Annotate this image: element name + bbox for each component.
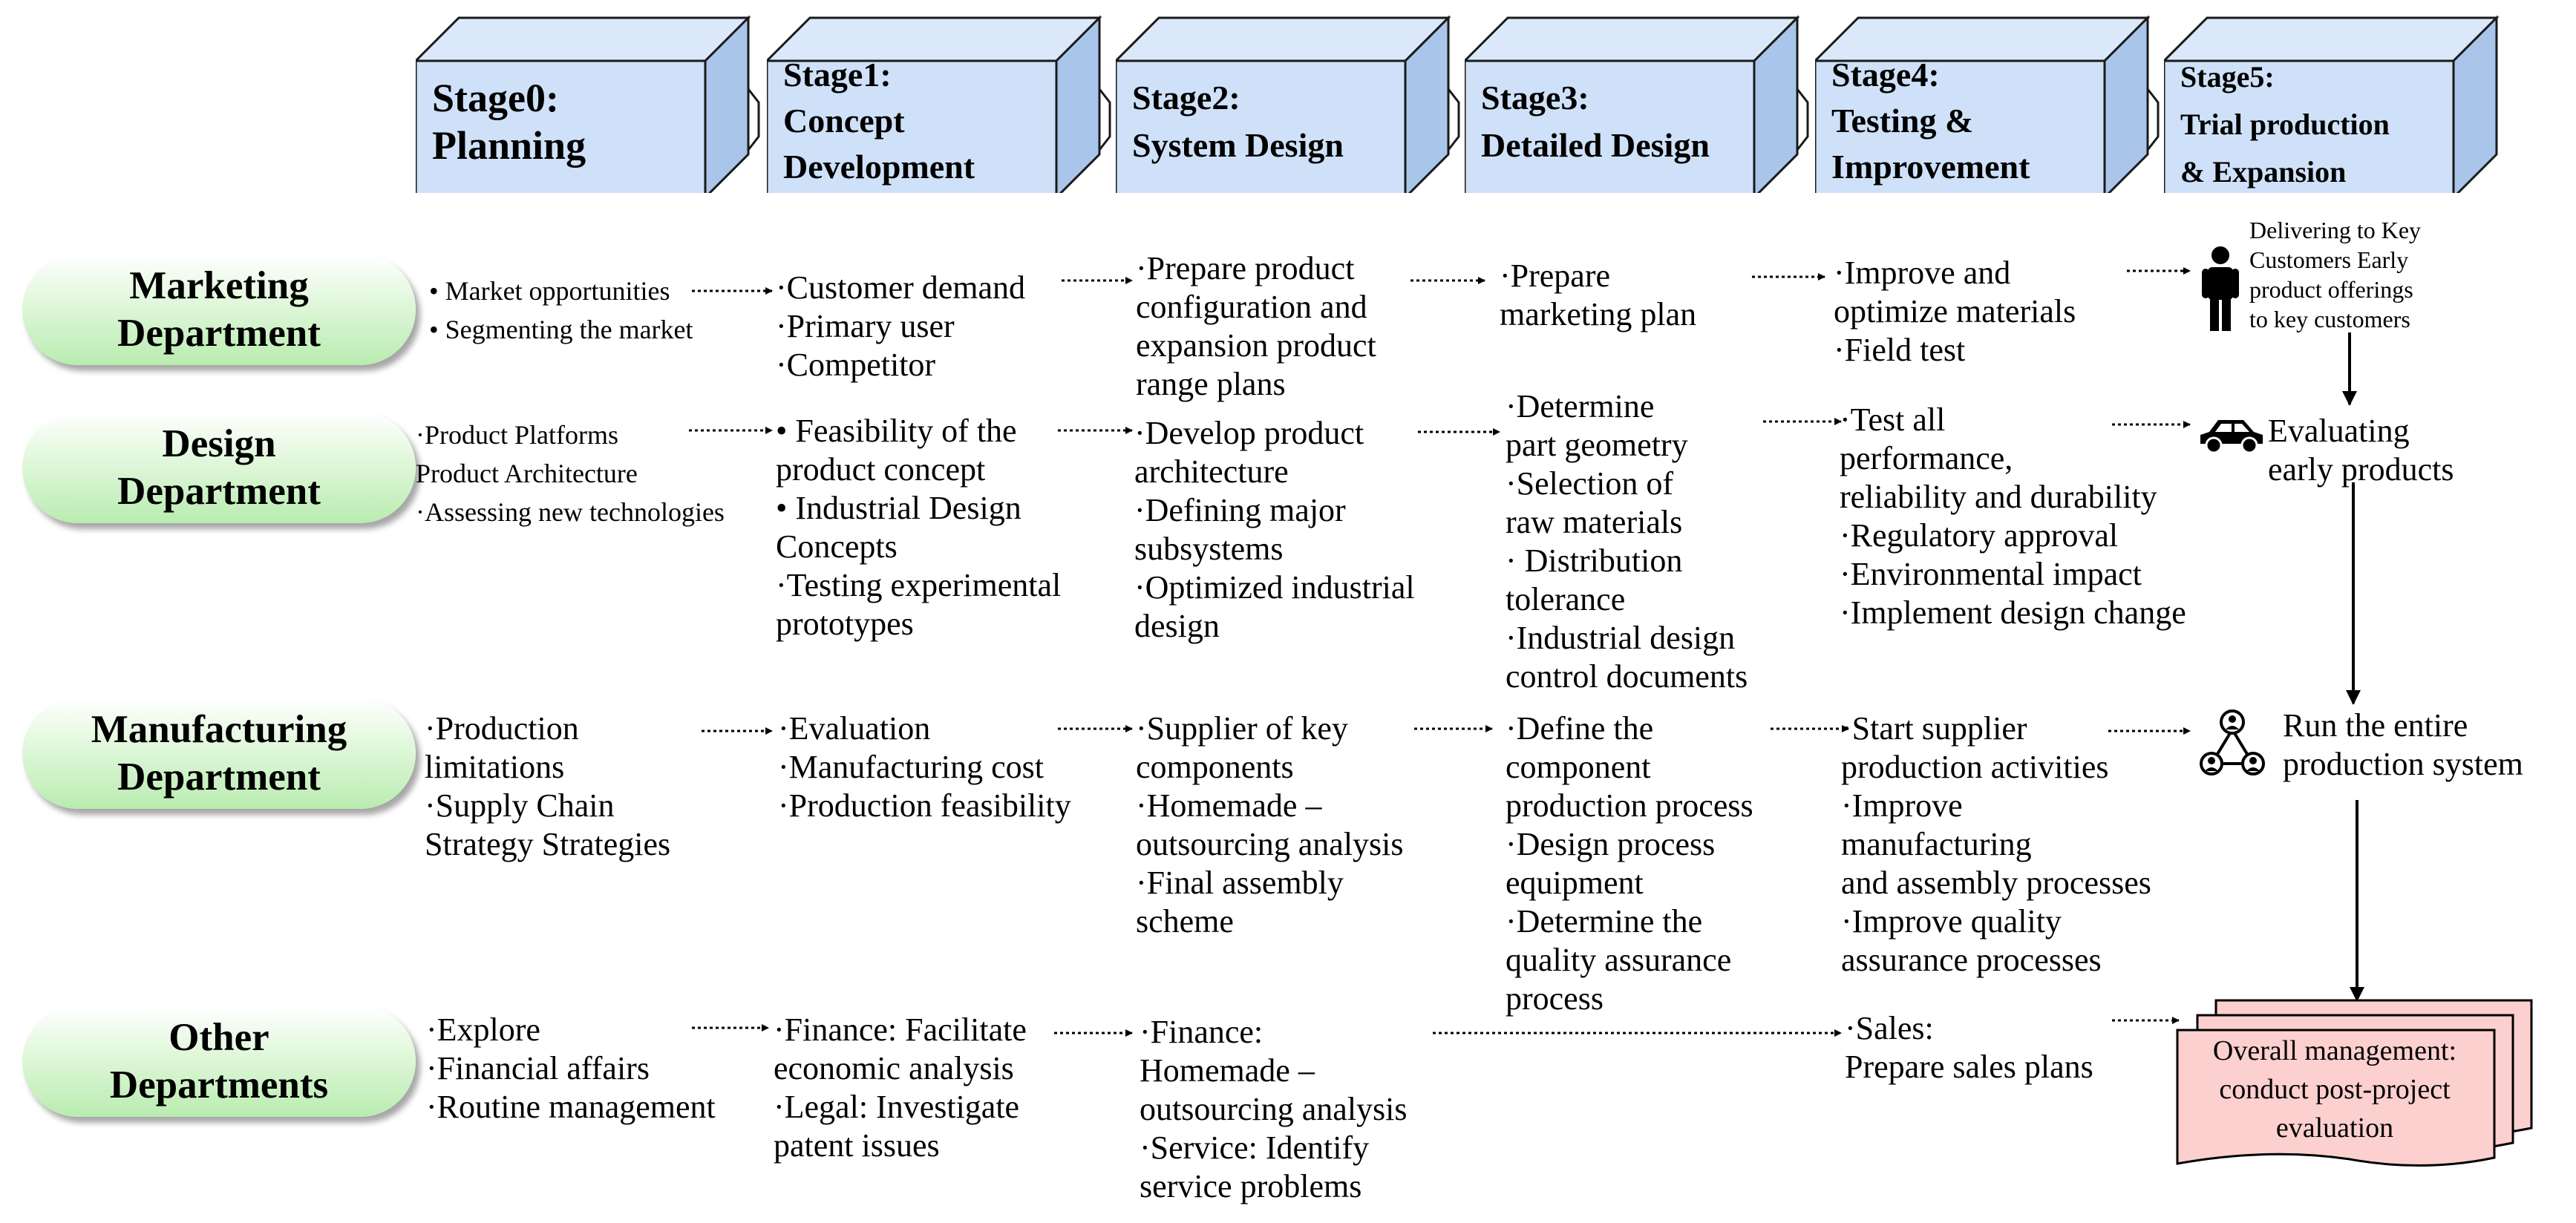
marketing-stage1-text: ·Customer demand ·Primary user ·Competit…: [776, 269, 1026, 383]
stage-4-box: Stage4: Testing & Improvement: [1815, 15, 2160, 193]
dept-design: Design Department: [22, 412, 416, 523]
manufacturing-stage2-text: ·Supplier of key components ·Homemade – …: [1136, 710, 1404, 940]
dept-manufacturing: Manufacturing Department: [22, 698, 416, 809]
stage-0-label: Stage0: Planning: [432, 76, 586, 168]
design-stage3-text: ·Determine part geometry ·Selection of r…: [1506, 388, 1748, 695]
design-stage1-text: • Feasibility of the product concept • I…: [776, 413, 1062, 642]
design-stage5-text: Evaluating early products: [2268, 413, 2454, 488]
marketing-stage0-text: • Market opportunities • Segmenting the …: [429, 276, 693, 344]
person-icon: [2202, 246, 2239, 331]
stage-1-label: Stage1: Concept Development: [783, 56, 975, 186]
document-stack-icon: [2176, 999, 2533, 1167]
design-stage2-text: ·Develop product architecture ·Defining …: [1134, 415, 1415, 644]
manufacturing-stage1-text: ·Evaluation ·Manufacturing cost ·Product…: [778, 710, 1071, 824]
marketing-stage5-text: Delivering to Key Customers Early produc…: [2249, 217, 2422, 332]
stage-3-label: Stage3: Detailed Design: [1481, 79, 1710, 164]
manufacturing-stage3-text: ·Define the component production process…: [1506, 710, 1753, 1017]
stage-2-box: Stage2: System Design: [1116, 15, 1460, 193]
dept-design-label: Design Department: [117, 422, 321, 513]
manufacturing-stage4-text: ·Start supplier production activities ·I…: [1841, 710, 2151, 978]
stage-4-label: Stage4: Testing & Improvement: [1831, 56, 2030, 186]
manufacturing-stage5-text: Run the entire production system: [2283, 707, 2523, 782]
other-stage1-text: ·Finance: Facilitate economic analysis ·…: [774, 1011, 1027, 1164]
stage-1-box: Stage1: Concept Development: [767, 15, 1111, 193]
marketing-stage3-text: ·Prepare marketing plan: [1500, 258, 1697, 332]
other-stage4-text: ·Sales: Prepare sales plans: [1845, 1010, 2093, 1085]
manufacturing-stage0-text: ·Production limitations ·Supply Chain St…: [425, 710, 671, 862]
stage-5-label: Stage5: Trial production & Expansion: [2180, 60, 2390, 188]
dept-other-label: Other Departments: [109, 1016, 329, 1106]
stage-2-label: Stage2: System Design: [1132, 79, 1344, 164]
design-stage0-text: ·Product Platforms Product Architecture …: [416, 420, 725, 527]
marketing-stage2-text: ·Prepare product configuration and expan…: [1136, 250, 1376, 402]
dept-manufacturing-label: Manufacturing Department: [91, 708, 347, 799]
design-stage4-text: ·Test all performance, reliability and d…: [1840, 401, 2186, 631]
final-evaluation-text: Overall management: conduct post-project…: [2212, 1035, 2457, 1144]
stage-3-box: Stage3: Detailed Design: [1465, 15, 1809, 193]
other-stage0-text: ·Explore ·Financial affairs ·Routine man…: [426, 1011, 716, 1125]
dept-other: Other Departments: [22, 1006, 416, 1117]
dept-marketing: Marketing Department: [22, 254, 416, 365]
marketing-stage4-text: ·Improve and optimize materials ·Field t…: [1834, 255, 2076, 368]
dept-marketing-label: Marketing Department: [117, 264, 321, 355]
stage-0-box: Stage0: Planning: [416, 15, 760, 193]
stage-5-box: Stage5: Trial production & Expansion: [2164, 15, 2500, 193]
car-icon: [2200, 420, 2263, 454]
other-stage2-text: ·Finance: Homemade – outsourcing analysi…: [1140, 1014, 1408, 1204]
people-network-icon: [2200, 709, 2265, 776]
